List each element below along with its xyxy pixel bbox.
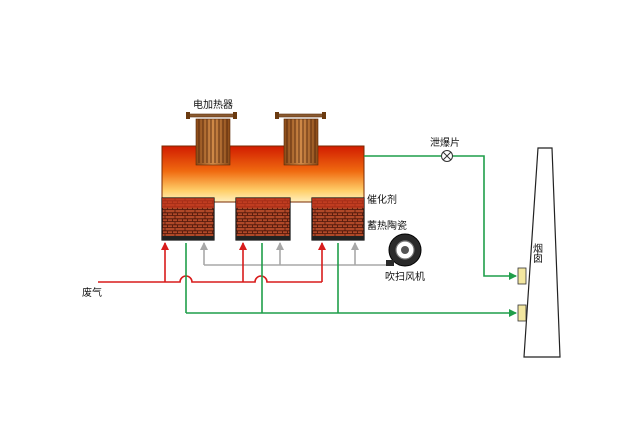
label-catalyst: 催化剂 [367,193,397,206]
inlet-lines [98,242,326,283]
combustion-chamber [161,145,365,203]
regenerator-bed-3 [311,197,365,241]
label-rupture-disc: 泄爆片 [430,136,460,149]
electric-heater-right [275,112,326,166]
purge-blower-icon [386,233,422,267]
label-heater: 电加热器 [193,98,233,111]
rupture-disc-icon [441,150,453,162]
label-chimney: 烟囱 [531,242,543,263]
electric-heater-left [186,112,237,166]
regenerator-bed-1 [161,197,215,241]
purge-lines [200,242,390,266]
outlet-lines [185,155,517,317]
chimney-inlet-upper [517,267,527,285]
regenerator-bed-2 [235,197,291,241]
label-blower: 吹扫风机 [385,270,425,283]
chimney-inlet-lower [517,304,527,322]
label-ceramic: 蓄热陶瓷 [367,219,407,232]
chimney [517,147,561,358]
label-waste-gas: 废气 [82,286,102,299]
